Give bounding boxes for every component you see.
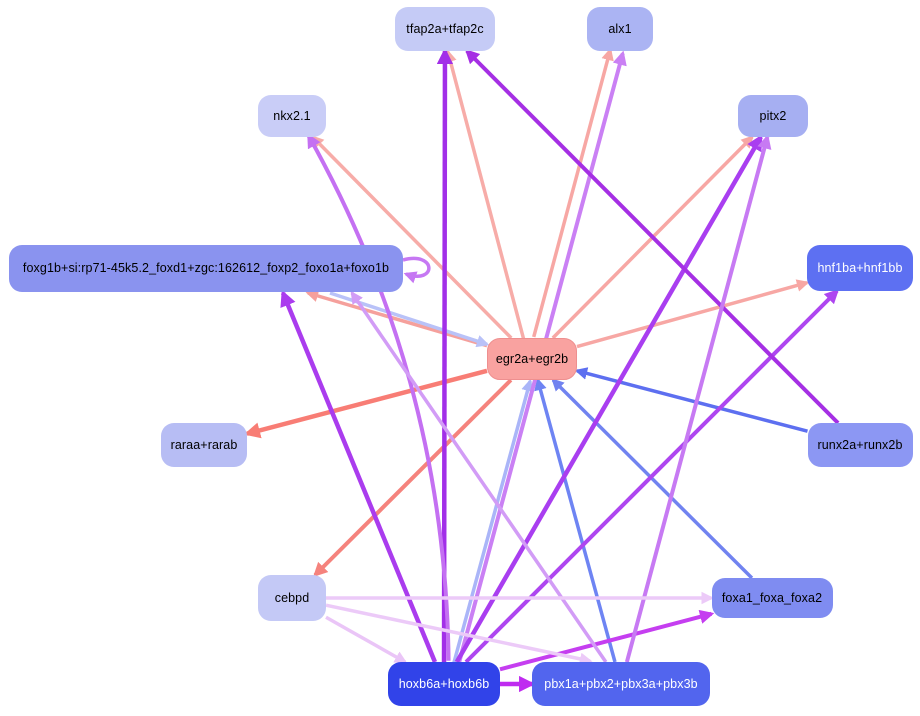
node-pitx2[interactable]: pitx2 (738, 95, 808, 137)
node-label: cebpd (274, 591, 310, 605)
edge-foxg1b-foxg1b (402, 256, 431, 284)
node-hoxb6a[interactable]: hoxb6a+hoxb6b (388, 662, 500, 706)
node-alx1[interactable]: alx1 (587, 7, 653, 51)
node-nkx21[interactable]: nkx2.1 (258, 95, 326, 137)
edge-hoxb6a-foxa1 (499, 609, 715, 672)
node-egr2a[interactable]: egr2a+egr2b (487, 338, 577, 380)
edge-egr2a-alx1 (532, 47, 614, 338)
edge-hoxb6a-pitx2 (454, 134, 763, 664)
edge-egr2a-cebpd (313, 378, 513, 578)
edge-cebpd-hoxb6a (325, 615, 408, 664)
node-label: raraa+rarab (170, 438, 238, 452)
node-label: foxa1_foxa_foxa2 (721, 591, 823, 605)
edge-hoxb6a-nkx21 (306, 133, 451, 661)
edge-runx2a-egr2a (574, 367, 808, 433)
node-label: egr2a+egr2b (495, 352, 569, 366)
node-label: runx2a+runx2b (817, 438, 903, 452)
node-label: hnf1ba+hnf1bb (817, 261, 903, 275)
edge-egr2a-hnf1ba (576, 279, 810, 349)
node-runx2a[interactable]: runx2a+runx2b (807, 423, 913, 467)
edge-pbx1a-foxg1b (350, 290, 608, 663)
edge-pbx1a-egr2a (534, 377, 617, 663)
edge-foxg1b-egr2a (329, 291, 490, 348)
edge-egr2a-foxg1b (305, 289, 488, 348)
edge-runx2a-tfap2 (464, 48, 840, 425)
edge-egr2a-nkx21 (310, 135, 513, 340)
node-label: tfap2a+tfap2c (406, 22, 484, 36)
node-raraa[interactable]: raraa+rarab (161, 423, 247, 467)
edge-hoxb6a-egr2a (452, 378, 534, 664)
node-label: alx1 (608, 22, 632, 36)
node-label: hoxb6a+hoxb6b (398, 677, 490, 691)
node-foxg1b[interactable]: foxg1b+si:rp71-45k5.2_foxd1+zgc:162612_f… (9, 244, 403, 292)
edge-egr2a-raraa (243, 368, 488, 439)
edge-hoxb6a-foxg1b (280, 290, 438, 663)
edge-foxa1-egr2a (551, 378, 754, 580)
node-foxa1[interactable]: foxa1_foxa_foxa2 (711, 578, 833, 618)
node-tfap2[interactable]: tfap2a+tfap2c (395, 7, 495, 51)
node-hnf1ba[interactable]: hnf1ba+hnf1bb (807, 245, 913, 291)
node-cebpd[interactable]: cebpd (258, 575, 326, 621)
node-pbx1a[interactable]: pbx1a+pbx2+pbx3a+pbx3b (532, 662, 710, 706)
node-label: nkx2.1 (273, 109, 311, 123)
edge-cebpd-pbx1a (325, 603, 593, 666)
node-label: pbx1a+pbx2+pbx3a+pbx3b (544, 677, 698, 691)
edge-hoxb6a-hnf1ba (464, 288, 840, 664)
node-label: foxg1b+si:rp71-45k5.2_foxd1+zgc:162612_f… (22, 261, 390, 275)
node-label: pitx2 (759, 109, 787, 123)
edge-pbx1a-pitx2 (624, 134, 772, 663)
edge-egr2a-tfap2 (444, 49, 526, 340)
